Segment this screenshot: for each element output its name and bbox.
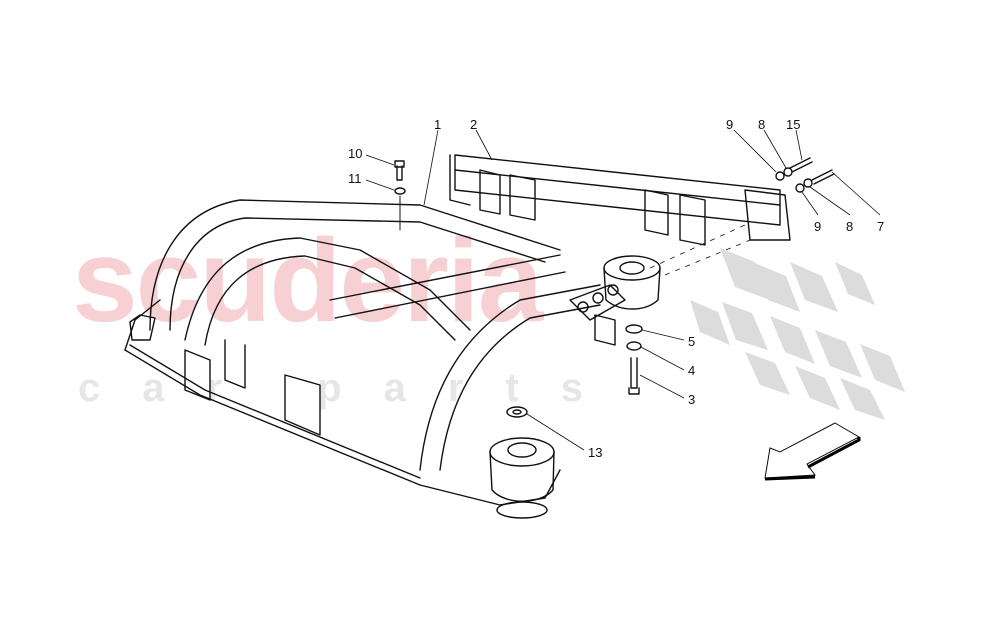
callout-10[interactable]: 10 <box>348 146 363 161</box>
callout-13[interactable]: 13 <box>588 445 603 460</box>
checkered-flag-icon <box>690 248 905 420</box>
watermark-car-parts: car parts <box>78 366 625 410</box>
callout-5[interactable]: 5 <box>688 334 696 349</box>
callout-15[interactable]: 15 <box>786 117 801 132</box>
subframe-frame <box>124 154 835 519</box>
callout-1[interactable]: 1 <box>434 117 442 132</box>
callout-leaders <box>365 129 881 451</box>
callout-3[interactable]: 3 <box>688 392 696 407</box>
callout-11[interactable]: 11 <box>348 171 362 186</box>
arrow-down-left-icon <box>764 422 861 481</box>
callout-8-top[interactable]: 8 <box>758 117 766 132</box>
callout-4[interactable]: 4 <box>688 363 696 378</box>
callout-9-bottom[interactable]: 9 <box>814 219 822 234</box>
callout-2[interactable]: 2 <box>470 117 478 132</box>
callout-8-bottom[interactable]: 8 <box>846 219 854 234</box>
callout-7[interactable]: 7 <box>877 219 885 234</box>
callout-9-top[interactable]: 9 <box>726 117 734 132</box>
